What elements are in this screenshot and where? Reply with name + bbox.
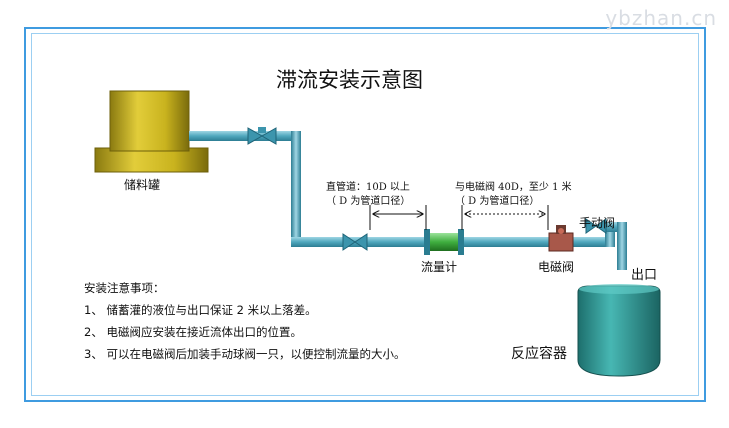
notes-heading: 安装注意事项：	[84, 281, 165, 295]
ball-valve-icon	[342, 233, 368, 251]
straight-pipe-note: （ D 为管道口径）	[326, 196, 411, 207]
diagram-title: 滞流安装示意图	[276, 68, 423, 92]
manual-valve-label: 手动阀	[579, 216, 616, 230]
watermark: ybzhan.cn	[605, 6, 717, 30]
reactor-label: 反应容器	[511, 346, 567, 362]
reactor-vessel	[577, 284, 661, 377]
flowmeter-label: 流量计	[421, 260, 458, 274]
flowmeter-icon	[424, 229, 464, 255]
installation-notes: 安装注意事项： 1、 储蓄灌的液位与出口保证 2 米以上落差。 2、 电磁阀应安…	[84, 277, 405, 365]
valve-distance-label: 与电磁阀 40D，至少 1 米	[455, 182, 572, 193]
solenoid-valve-label: 电磁阀	[538, 260, 575, 274]
outlet-label: 出口	[631, 268, 658, 283]
tank-label: 储料罐	[124, 178, 161, 192]
dimension-arrows	[369, 205, 549, 230]
straight-pipe-label: 直管道：10D 以上	[326, 182, 410, 193]
ball-valve-icon	[585, 218, 607, 234]
note-item: 1、 储蓄灌的液位与出口保证 2 米以上落差。	[84, 303, 317, 317]
inner-frame	[31, 33, 699, 396]
storage-tank	[94, 90, 209, 173]
note-item: 2、 电磁阀应安装在接近流体出口的位置。	[84, 325, 302, 339]
solenoid-valve-icon	[548, 225, 574, 252]
note-item: 3、 可以在电磁阀后加装手动球阀一只，以便控制流量的大小。	[84, 347, 406, 361]
valve-distance-note: （ D 为管道口径）	[455, 196, 540, 207]
outer-frame	[24, 27, 706, 402]
ball-valve-icon	[247, 127, 277, 145]
